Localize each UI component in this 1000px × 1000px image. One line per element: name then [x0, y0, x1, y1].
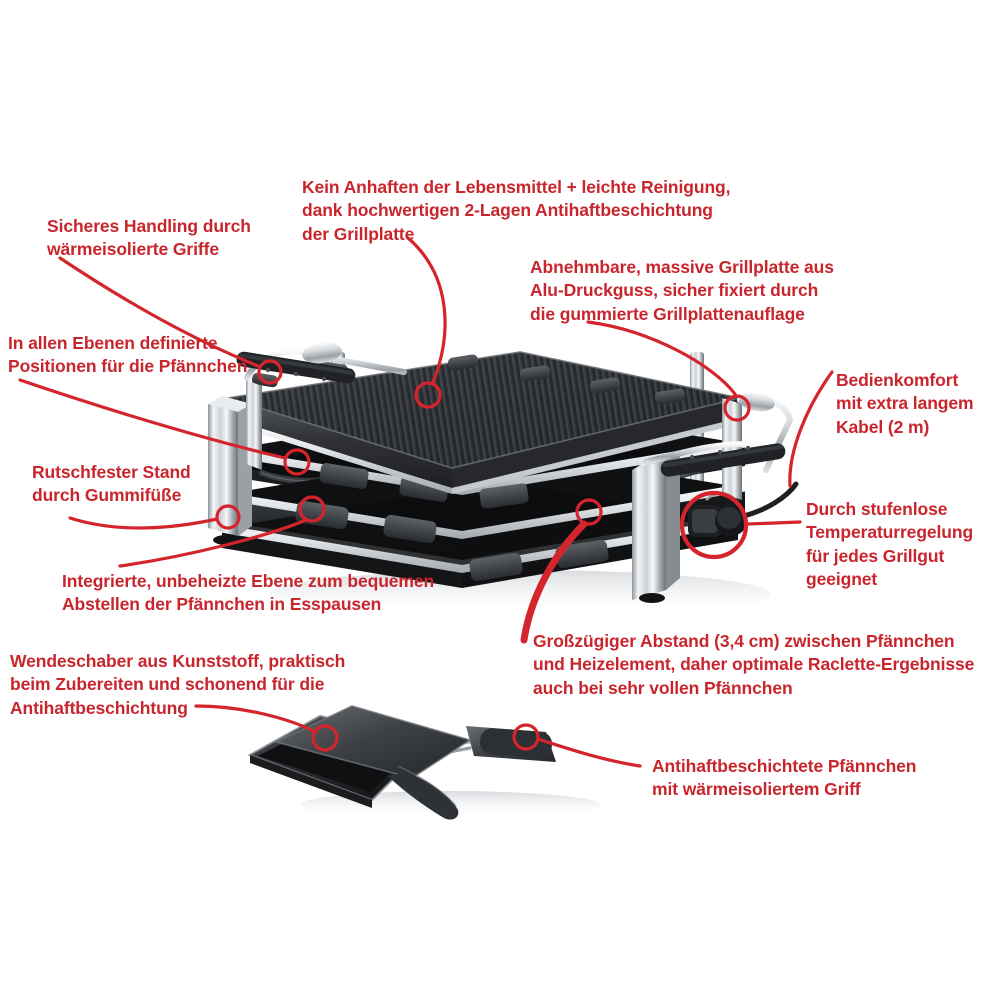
annotation-defined-pan-positions: In allen Ebenen definierte Positionen fü… [8, 333, 248, 377]
annotation-extra-long-cable: Bedienkomfort mit extra langem Kabel (2 … [836, 370, 974, 437]
annotation-removable-grill-plate: Abnehmbare, massive Grillplatte aus Alu-… [530, 257, 834, 324]
annotation-non-stick-coating: Kein Anhaften der Lebensmittel + leichte… [302, 177, 731, 244]
annotation-generous-distance: Großzügiger Abstand (3,4 cm) zwischen Pf… [533, 631, 975, 698]
plastic-turner [273, 705, 472, 820]
power-cable [741, 481, 799, 519]
annotation-plastic-turner: Wendeschaber aus Kunststoff, praktisch b… [10, 651, 346, 718]
pan-handles-upper-level [319, 463, 529, 509]
annotation-non-slip-rubber-feet: Rutschfester Stand durch Gummifüße [32, 462, 191, 506]
annotation-stepless-temperature-control: Durch stufenlose Temperaturregelung für … [806, 499, 974, 589]
annotation-heat-insulated-handles: Sicheres Handling durch wärmeisolierte G… [47, 216, 251, 260]
annotation-integrated-unheated-level: Integrierte, unbeheizte Ebene zum bequem… [62, 571, 435, 615]
annotation-coated-pans: Antihaftbeschichtete Pfännchen mit wärme… [652, 756, 917, 800]
